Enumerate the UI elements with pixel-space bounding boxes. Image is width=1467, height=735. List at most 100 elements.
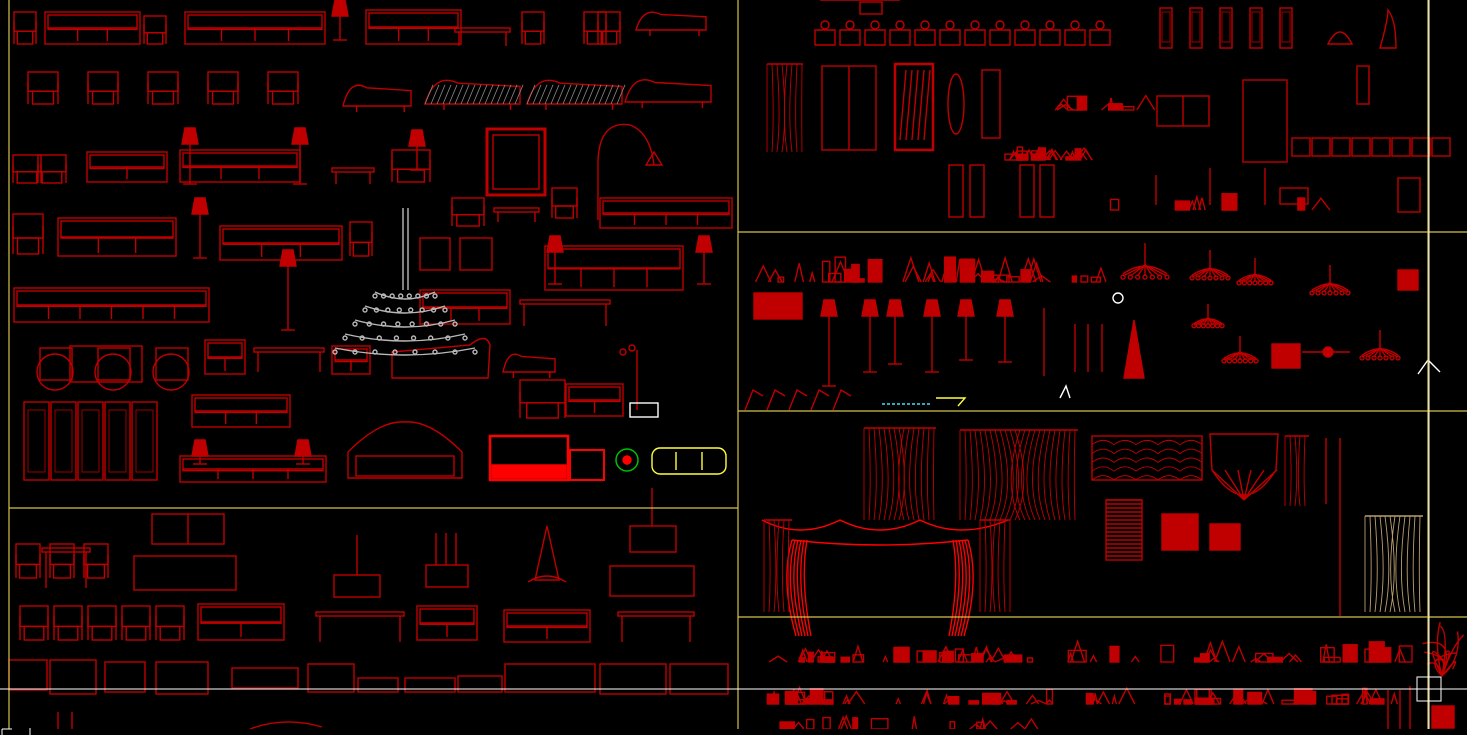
- shower-enclosures: [821, 62, 1001, 152]
- chest-row6-2: [331, 345, 371, 375]
- floor-lamp-966: [957, 299, 975, 361]
- tall-vases: [1387, 686, 1411, 729]
- chandelier-6: [1221, 336, 1259, 364]
- fabric-swatch-1: [1161, 513, 1199, 551]
- bathroom-fixtures-row1: [814, 0, 1397, 49]
- bench-row5-1: [519, 299, 611, 326]
- lamp-row8-1: [191, 439, 209, 465]
- sideboard-row: [8, 659, 729, 730]
- chandelier-3: [1236, 258, 1274, 286]
- armchair-row4-1: [451, 197, 485, 227]
- accessory-row-2: [1067, 639, 1413, 663]
- lounge-chair-row7: [519, 379, 566, 419]
- side-chair-row1-3: [583, 11, 607, 45]
- tan-curtain-drape: [1364, 515, 1423, 613]
- pendant-box: [1271, 343, 1301, 369]
- chandelier-4: [1309, 265, 1351, 296]
- armchair-row3-1: [12, 154, 42, 184]
- chandelier-2: [1189, 250, 1231, 281]
- dining-set-r2-4: [416, 605, 478, 641]
- fabric-swatch-2: [1209, 523, 1241, 551]
- chaise-row6-5: [502, 353, 556, 378]
- tall-lamps: [1043, 308, 1145, 379]
- chest-row6-1: [204, 339, 246, 375]
- curtain-panel-3: [1284, 435, 1309, 507]
- dining-chair-r2-0: [19, 605, 49, 641]
- chaise-row2-4: [624, 79, 712, 108]
- chaise-row2-2: [424, 79, 524, 110]
- ceiling-fan: [1302, 346, 1350, 358]
- tv-console-row6: [253, 347, 325, 372]
- armchair-row2-1: [87, 71, 119, 105]
- round-table-green: [615, 448, 639, 472]
- armchair-row3-2: [37, 154, 67, 184]
- sofa-row4-1: [57, 217, 177, 257]
- armchair-row2-4: [267, 71, 299, 105]
- pendant-lights: [333, 525, 567, 598]
- bathroom-faucets: [1054, 94, 1156, 111]
- curtain-panel-1: [863, 427, 936, 521]
- pierced-chaise: [391, 337, 491, 379]
- dining-chair-r2-2: [87, 605, 117, 641]
- water-dispensers: [948, 164, 1055, 218]
- floor-lamp-1005: [996, 299, 1014, 363]
- lamp-row3-3: [408, 129, 426, 171]
- armchair-trio: [36, 345, 190, 391]
- side-chair-row1-1: [143, 15, 167, 45]
- lamp-row8-2: [294, 439, 312, 465]
- curtain-rods: [1325, 438, 1341, 616]
- lamp-row3-2: [291, 127, 309, 185]
- chandelier-7: [1359, 330, 1401, 361]
- floor-lamp-tripod: [619, 344, 659, 418]
- floor-lamp-932: [923, 299, 941, 373]
- armchair-row2-2: [147, 71, 179, 105]
- curtain-side-left: [763, 519, 792, 613]
- sofa-row8-1: [179, 455, 327, 483]
- table-lamps-row: [754, 255, 1107, 283]
- sofa-yellow: [651, 447, 727, 475]
- sofa-row5-2: [419, 289, 511, 325]
- lamp-row1-1: [331, 0, 349, 41]
- side-chair-row1-4: [597, 11, 621, 45]
- pickbox: [1416, 676, 1442, 702]
- dining-table-r2-6: [617, 611, 695, 642]
- lamp-row5-1: [546, 235, 564, 285]
- highlighted-curtain: [761, 519, 1009, 637]
- desk-lamp-block: [753, 292, 803, 320]
- sofa-row1-2: [184, 11, 326, 45]
- dining-set-3: [609, 488, 695, 597]
- armchair-row2-3: [207, 71, 239, 105]
- side-chair-row1-2: [521, 11, 545, 45]
- bathroom-accessories: [1004, 146, 1093, 161]
- sofa-row1-1: [44, 11, 141, 45]
- ucs-icon: [1, 728, 31, 735]
- chandelier-1: [1120, 243, 1170, 280]
- chair-row4-3: [349, 221, 373, 257]
- curtain-side-right: [979, 519, 1011, 613]
- accessory-row-4: [779, 714, 1039, 730]
- mirror-frame: [485, 127, 547, 197]
- dining-table-r2-3: [315, 611, 405, 642]
- coffee-table-row3-1: [331, 167, 375, 184]
- dining-chair-r1-0: [15, 543, 41, 579]
- coffee-table-row1-1: [454, 27, 511, 46]
- bathroom-grab-bars: [1155, 168, 1309, 205]
- crystal-chandelier: [332, 208, 478, 356]
- dining-chair-r2-1: [53, 605, 83, 641]
- chaise-row2-3: [526, 79, 626, 110]
- arc-floor-lamp: [597, 123, 664, 220]
- floor-lamp-895: [886, 299, 904, 365]
- rocking-chair: [12, 213, 44, 255]
- accessory-row-1: [768, 643, 1034, 663]
- dining-chair-r2-4: [155, 605, 185, 641]
- bench-row7: [565, 383, 624, 417]
- long-sofa-row5: [13, 287, 210, 323]
- screen-divider: [23, 401, 158, 481]
- blind-slats: [1105, 499, 1143, 561]
- floor-lamp-829: [820, 299, 838, 387]
- red-sofa-highlight: [488, 434, 605, 482]
- dining-chair-r1-1: [49, 543, 75, 579]
- bathroom-tiles: [1291, 137, 1451, 213]
